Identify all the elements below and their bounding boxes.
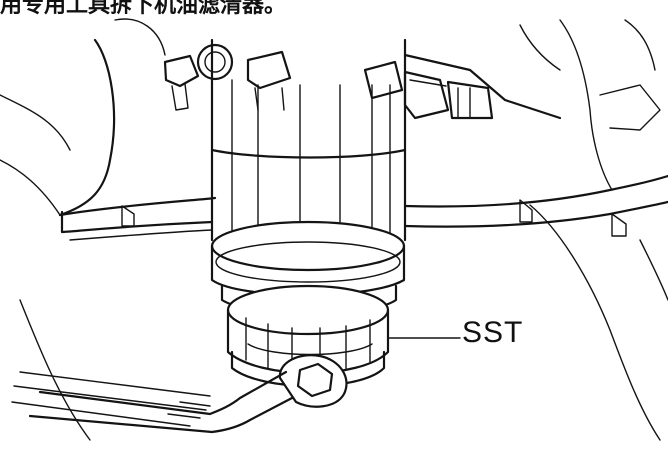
caption-text: 用专用工具拆下机油滤清器。 bbox=[0, 0, 287, 16]
oil-filter-housing-icon bbox=[210, 38, 407, 242]
engine-block-icon bbox=[0, 18, 668, 441]
sst-callout-label: SST bbox=[462, 316, 524, 349]
wrench-icon bbox=[11, 354, 348, 434]
